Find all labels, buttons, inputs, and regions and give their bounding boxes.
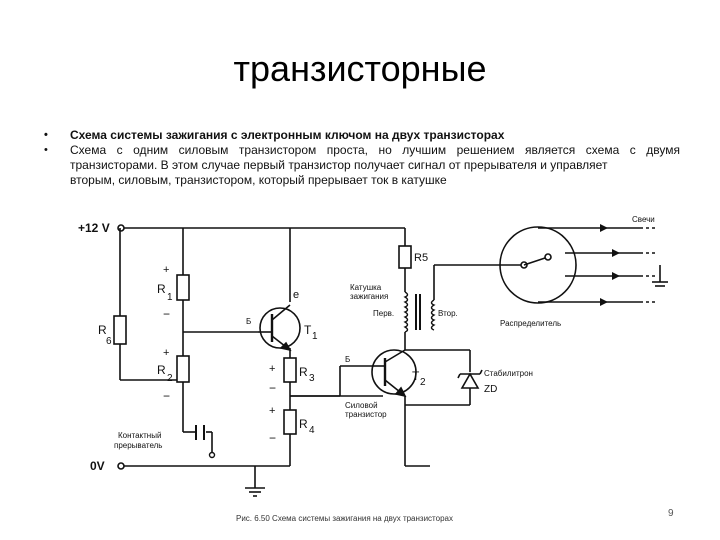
resistor-r5 [398, 245, 412, 269]
t2-subscript: 2 [420, 377, 426, 388]
primary-winding-label: Перв. [373, 309, 394, 318]
r3-subscript: 3 [309, 373, 315, 384]
r2-label: R [157, 363, 166, 377]
coil-label-line1: Катушка [350, 283, 382, 292]
t1-label: T [304, 323, 312, 337]
circuit-wires [117, 224, 500, 488]
r2-plus-sign: + [163, 347, 169, 359]
contact-breaker [195, 425, 216, 459]
contact-breaker-label-line2: прерыватель [114, 441, 162, 450]
coil-label-line2: зажигания [350, 292, 388, 301]
r4-minus-sign: − [269, 431, 276, 445]
contact-breaker-label-line1: Контактный [118, 431, 161, 440]
distributor-label: Распределитель [500, 319, 561, 328]
resistor-r6 [113, 315, 127, 345]
r4-plus-sign: + [269, 405, 275, 417]
ground-icon [245, 487, 265, 497]
r4-subscript: 4 [309, 425, 315, 436]
supply-terminal [117, 224, 125, 232]
secondary-winding-label: Втор. [438, 309, 458, 318]
transistor-t1 [258, 304, 301, 352]
resistor-r2 [176, 355, 190, 383]
zener-diode [457, 369, 483, 389]
r3-label: R [299, 365, 308, 379]
distributor [499, 226, 588, 304]
figure-caption: Рис. 6.50 Схема системы зажигания на дву… [236, 514, 453, 523]
t2-label: T [412, 369, 420, 383]
ground-label: 0V [90, 459, 105, 473]
plug-arrows [600, 224, 620, 306]
supply-label: +12 V [78, 221, 110, 235]
zener-label-line1: Стабилитрон [484, 369, 533, 378]
resistor-r3 [283, 357, 297, 383]
bullet-text-continued: вторым, силовым, транзистором, который п… [70, 173, 447, 187]
t1-emitter-label: e [293, 289, 299, 301]
r1-minus-sign: − [163, 307, 170, 321]
r2-minus-sign: − [163, 389, 170, 403]
spark-plugs-label: Свечи [632, 215, 655, 224]
r5-label: R5 [414, 252, 428, 264]
r6-subscript: 6 [106, 336, 112, 347]
ground-terminal [117, 462, 125, 470]
r1-label: R [157, 282, 166, 296]
resistor-r1 [176, 274, 190, 301]
transistor-t2 [371, 349, 417, 398]
t2-base-label: Б [345, 355, 350, 364]
r1-plus-sign: + [163, 264, 169, 276]
bullet-list: Схема системы зажигания с электронным кл… [40, 128, 680, 188]
ignition-coil [403, 291, 436, 333]
bullet-text: Схема системы зажигания с электронным кл… [70, 128, 505, 142]
bullet-item-heading: Схема системы зажигания с электронным кл… [40, 128, 680, 143]
r6-label: R [98, 323, 107, 337]
t1-base-label: Б [246, 317, 251, 326]
zener-label-line2: ZD [484, 384, 497, 395]
power-transistor-label-line2: транзистор [345, 410, 387, 419]
page-number: 9 [668, 508, 674, 519]
bullet-text: Схема с одним силовым транзистором прост… [70, 143, 680, 172]
t1-subscript: 1 [312, 331, 318, 342]
r1-subscript: 1 [167, 292, 173, 303]
r2-subscript: 2 [167, 373, 173, 384]
bullet-item-description: Схема с одним силовым транзистором прост… [40, 143, 680, 188]
r3-minus-sign: − [269, 381, 276, 395]
slide-title: транзисторные [233, 48, 487, 89]
power-transistor-label-line1: Силовой [345, 401, 378, 410]
resistor-r4 [283, 409, 297, 435]
r3-plus-sign: + [269, 363, 275, 375]
resistors [113, 245, 412, 435]
r4-label: R [299, 417, 308, 431]
